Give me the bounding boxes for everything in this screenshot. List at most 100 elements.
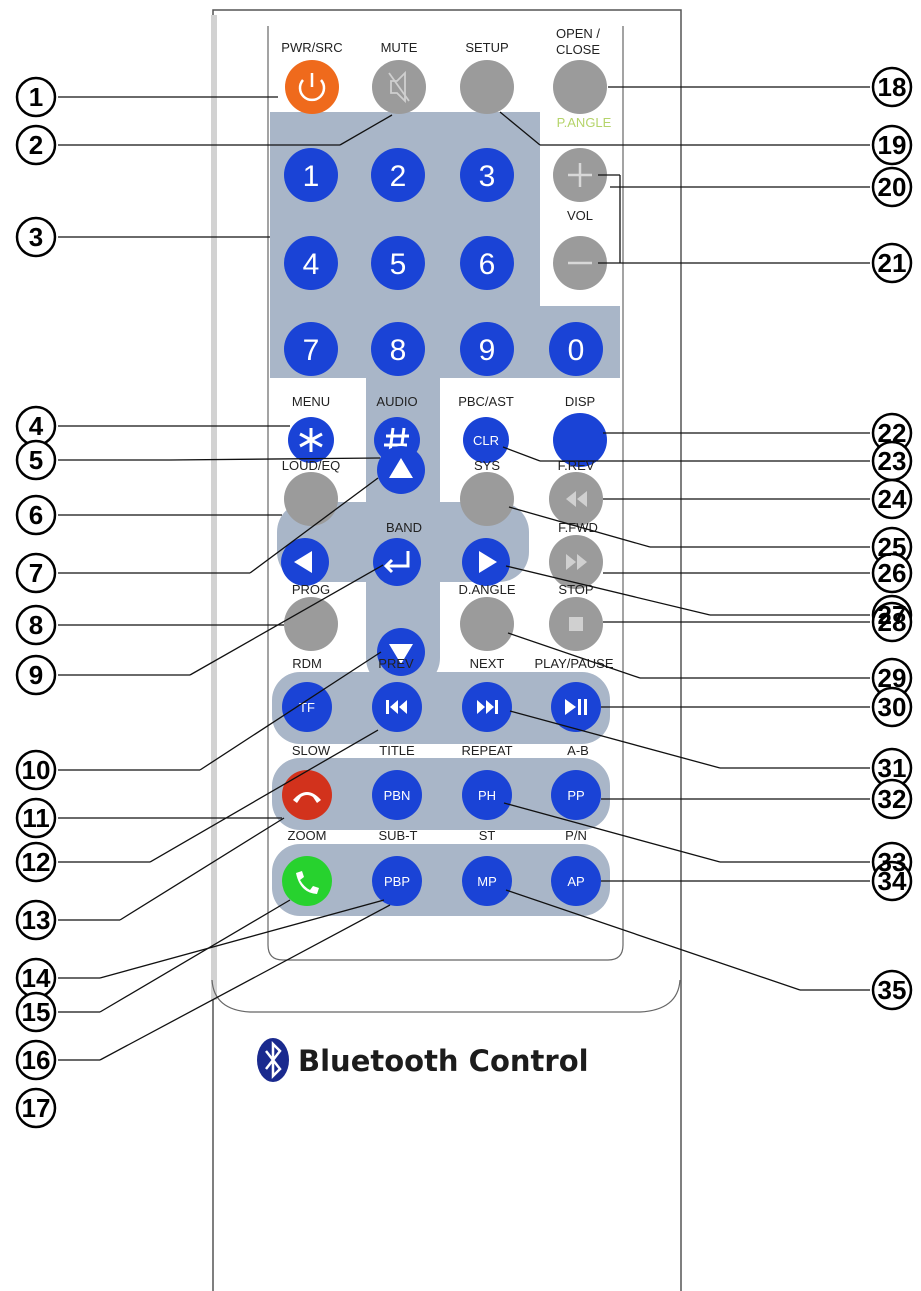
pbp-button[interactable] (372, 856, 422, 906)
pbp-label: PBP (384, 874, 410, 889)
callout-8: 8 (29, 610, 43, 640)
label-audio: AUDIO (376, 394, 417, 409)
label-menu: MENU (292, 394, 330, 409)
up-arrow-icon (389, 458, 413, 478)
tf-label: TF (299, 700, 315, 715)
digit-9-button[interactable] (460, 322, 514, 376)
d-angle-button[interactable] (460, 597, 514, 651)
callout-20: 20 (878, 172, 907, 202)
label-stop: STOP (558, 582, 593, 597)
label-setup: SETUP (465, 40, 508, 55)
label-p-angle: P.ANGLE (557, 115, 612, 130)
callout-10: 10 (22, 755, 51, 785)
enter-icon (383, 551, 410, 574)
callout-30: 30 (878, 692, 907, 722)
answer-button[interactable] (282, 856, 332, 906)
hang-up-phone-icon (293, 792, 321, 803)
callout-28: 28 (878, 607, 907, 637)
pbn-button[interactable] (372, 770, 422, 820)
answer-phone-icon (296, 871, 319, 894)
prog-button[interactable] (284, 597, 338, 651)
sys-button[interactable] (460, 472, 514, 526)
label-p-n: P/N (565, 828, 587, 843)
digit-0-label: 0 (568, 334, 585, 367)
keypad-frame (267, 26, 624, 961)
callout-19: 19 (878, 130, 907, 160)
digit-8-label: 8 (390, 334, 407, 367)
digit-buttons (284, 148, 603, 376)
label-rdm: RDM (292, 656, 322, 671)
callout-18: 18 (878, 72, 907, 102)
label-sys: SYS (474, 458, 500, 473)
fast-forward-icon (566, 554, 587, 570)
callout-21: 21 (878, 248, 907, 278)
label-pwr-src: PWR/SRC (281, 40, 342, 55)
pp-button[interactable] (551, 770, 601, 820)
mute-icon (388, 70, 410, 104)
stop-icon (569, 617, 583, 631)
digit-5-button[interactable] (371, 236, 425, 290)
open-close-button[interactable] (553, 60, 607, 114)
label-mute: MUTE (381, 40, 418, 55)
brand-text: Bluetooth Control (298, 1044, 589, 1078)
mp-button[interactable] (462, 856, 512, 906)
down-arrow-icon (389, 644, 413, 664)
asterisk-icon (299, 428, 323, 452)
digit-3-label: 3 (479, 160, 496, 193)
callout-12: 12 (22, 847, 51, 877)
bottom-curve (211, 979, 681, 1013)
callout-35: 35 (878, 975, 907, 1005)
digit-2-button[interactable] (371, 148, 425, 202)
callout-16: 16 (22, 1045, 51, 1075)
digit-1-button[interactable] (284, 148, 338, 202)
ph-label: PH (478, 788, 496, 803)
label-repeat: REPEAT (461, 743, 512, 758)
callout-23: 23 (878, 446, 907, 476)
digit-3-button[interactable] (460, 148, 514, 202)
digit-6-button[interactable] (460, 236, 514, 290)
label-open: OPEN / (556, 26, 600, 41)
clr-label: CLR (473, 433, 499, 448)
callout-markers (15, 66, 913, 1129)
label-band: BAND (386, 520, 422, 535)
row-panel-3 (272, 844, 610, 916)
callout-7: 7 (29, 558, 43, 588)
enter-band-button[interactable] (373, 538, 421, 586)
digit-7-button[interactable] (284, 322, 338, 376)
ap-button[interactable] (551, 856, 601, 906)
callout-25: 25 (878, 532, 907, 562)
digit-4-label: 4 (303, 248, 320, 281)
digit-6-label: 6 (479, 248, 496, 281)
callout-29: 29 (878, 663, 907, 693)
label-slow: SLOW (292, 743, 331, 758)
callout-17: 17 (22, 1093, 51, 1123)
label-zoom: ZOOM (288, 828, 327, 843)
digit-0-button[interactable] (549, 322, 603, 376)
mp-label: MP (477, 874, 497, 889)
digit-8-button[interactable] (371, 322, 425, 376)
loud-eq-button[interactable] (284, 472, 338, 526)
ph-button[interactable] (462, 770, 512, 820)
setup-button[interactable] (460, 60, 514, 114)
label-disp: DISP (565, 394, 595, 409)
digit-4-button[interactable] (284, 236, 338, 290)
callout-27: 27 (878, 600, 907, 630)
digit-5-label: 5 (390, 248, 407, 281)
callout-11: 11 (22, 803, 50, 833)
disp-button[interactable] (553, 413, 607, 467)
tf-button[interactable] (282, 682, 332, 732)
hash-icon (384, 427, 409, 453)
play-pause-icon (565, 699, 587, 715)
callout-13: 13 (22, 905, 51, 935)
pbn-label: PBN (384, 788, 411, 803)
clr-button[interactable] (463, 417, 509, 463)
callout-15: 15 (22, 997, 51, 1027)
digit-2-label: 2 (390, 160, 407, 193)
callout-6: 6 (29, 500, 43, 530)
callout-32: 32 (878, 784, 907, 814)
bluetooth-icon (257, 1038, 289, 1082)
leader-lines (58, 86, 870, 1061)
callout-3: 3 (29, 222, 43, 252)
label-close: CLOSE (556, 42, 600, 57)
